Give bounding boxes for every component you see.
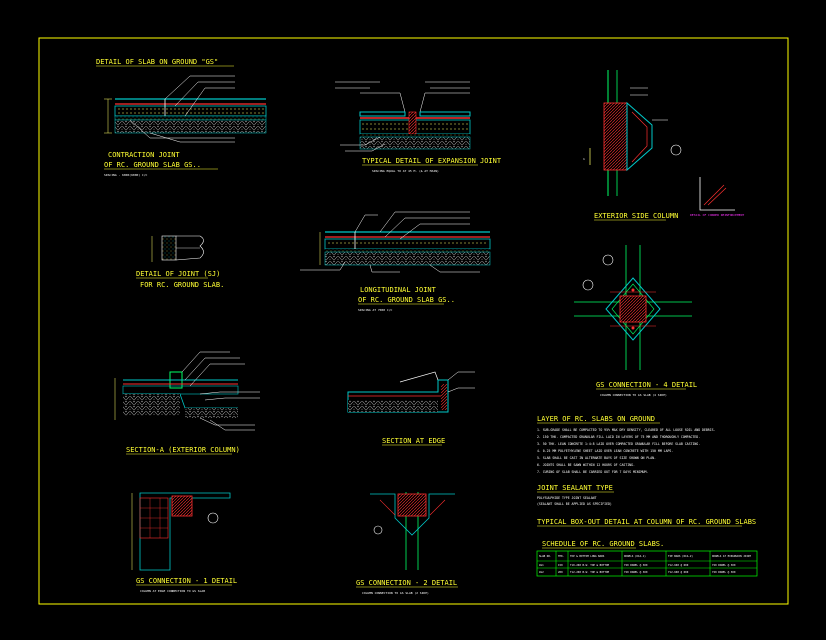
layer-note: 6. JOINTS SHALL BE SAWN WITHIN 12 HOURS … <box>537 463 635 467</box>
gs-connection-1-title: GS CONNECTION - 1 DETAIL <box>136 577 237 585</box>
notes-block: LAYER OF RC. SLABS ON GROUND 1. SUB-GRAD… <box>537 415 756 527</box>
longitudinal-joint-title-2: OF RC. GROUND SLAB GS.. <box>358 296 455 304</box>
schedule-cell: Y20 DOWEL @ 300 <box>624 563 648 567</box>
sealant-note: POLYSULPHIDE TYPE JOINT SEALANT <box>537 496 597 500</box>
section-a-detail: SECTION-A (EXTERIOR COLUMN) <box>114 351 260 455</box>
section-at-edge-detail: SECTION AT EDGE <box>347 371 475 446</box>
schedule-cell: GS2 <box>539 570 544 574</box>
gs-connection-1-sub: COLUMN AT EDGE CONNECTION TO GS SLAB <box>140 589 205 593</box>
joint-sj-title-2: FOR RC. GROUND SLAB. <box>140 281 224 289</box>
expansion-joint-title: TYPICAL DETAIL OF EXPANSION JOINT <box>362 157 502 165</box>
schedule-cell: Y12-600 @ 600 <box>668 570 689 574</box>
gs-connection-1-detail: GS CONNECTION - 1 DETAIL COLUMN AT EDGE … <box>131 492 237 593</box>
longitudinal-joint-detail: LONGITUDINAL JOINT OF RC. GROUND SLAB GS… <box>300 211 491 312</box>
gs-connection-2-detail: GS CONNECTION - 2 DETAIL COLUMN CONNECTI… <box>356 492 458 595</box>
sealant-title: JOINT SEALANT TYPE <box>537 484 613 492</box>
section-a-title: SECTION-A (EXTERIOR COLUMN) <box>126 446 240 454</box>
gs-connection-4-title: GS CONNECTION - 4 DETAIL <box>596 381 697 389</box>
longitudinal-joint-sub: SPACING AT 7000 C/C <box>358 308 393 312</box>
table-row: GS2 200 T12-200 B.W. TOP & BOTTOM Y20 DO… <box>539 570 736 574</box>
layer-note: 4. 0.25 MM POLYETHYLENE SHEET LAID OVER … <box>537 449 673 453</box>
schedule-cell: Y20 DOWEL @ 300 <box>712 563 736 567</box>
slab-on-ground-title: DETAIL OF SLAB ON GROUND "GS" <box>96 58 218 66</box>
exterior-side-column-title: EXTERIOR SIDE COLUMN <box>594 212 678 220</box>
expansion-joint-sub: SPACING EQUAL TO AT 45 M. (& AT MAIN) <box>372 169 439 173</box>
boxout-title: TYPICAL BOX-OUT DETAIL AT COLUMN OF RC. … <box>537 518 756 526</box>
layer-notes-title: LAYER OF RC. SLABS ON GROUND <box>537 415 655 423</box>
schedule-cell: T10-200 B.W. TOP & BOTTOM <box>570 563 609 567</box>
contraction-joint-title-1: CONTRACTION JOINT <box>108 151 180 159</box>
sealant-note: (SEALANT SHALL BE APPLIED AS SPECIFIED) <box>537 502 612 506</box>
schedule-cell: 200 <box>558 570 563 574</box>
corner-reinforcement-note: DETAIL OF CORNER REINFORCEMENT <box>690 213 744 217</box>
schedule-header-cell: TOP & BOTTOM LONG BARS <box>570 554 605 558</box>
schedule-cell: GS1 <box>539 563 544 567</box>
schedule-cell: Y12-600 @ 600 <box>668 563 689 567</box>
longitudinal-joint-title-1: LONGITUDINAL JOINT <box>360 286 437 294</box>
schedule-cell: 150 <box>558 563 563 567</box>
schedule-cell: T12-200 B.W. TOP & BOTTOM <box>570 570 609 574</box>
schedule-header: SLAB NO. THK. TOP & BOTTOM LONG BARS DOW… <box>539 554 751 558</box>
contraction-joint-title-2: OF RC. GROUND SLAB GS.. <box>104 161 201 169</box>
schedule-cell: Y20 DOWEL @ 300 <box>624 570 648 574</box>
table-row: GS1 150 T10-200 B.W. TOP & BOTTOM Y20 DO… <box>539 563 736 567</box>
joint-sj-title-1: DETAIL OF JOINT (SJ) <box>136 270 220 278</box>
schedule-header-cell: DOWELS (DIA-1) <box>624 554 646 558</box>
expansion-joint-detail: TYPICAL DETAIL OF EXPANSION JOINT SPACIN… <box>335 81 502 173</box>
schedule-title: SCHEDULE OF RC. GROUND SLABS. <box>542 540 664 548</box>
schedule-header-cell: DOWELS AT EXPANSION JOINT <box>712 554 751 558</box>
schedule-header-cell: THK. <box>558 554 564 558</box>
svg-text:1: 1 <box>583 157 585 161</box>
schedule-cell: Y20 DOWEL @ 300 <box>712 570 736 574</box>
section-at-edge-title: SECTION AT EDGE <box>382 437 445 445</box>
gs-connection-4-sub: COLUMN CONNECTION TO GS SLAB (4 SIDE) <box>600 393 667 397</box>
slab-on-ground-detail: DETAIL OF SLAB ON GROUND "GS" CONTRACTIO… <box>96 58 267 177</box>
layer-note: 2. 150 THK. COMPACTED GRANULAR FILL LAID… <box>537 435 700 439</box>
gs-connection-2-title: GS CONNECTION - 2 DETAIL <box>356 579 457 587</box>
exterior-side-column-detail: 1 EXTERIOR SIDE COLUMN DETAIL OF CORNER … <box>583 70 744 221</box>
layer-note: 5. SLAB SHALL BE CAST IN ALTERNATE BAYS … <box>537 456 656 460</box>
drawing-border <box>38 37 789 605</box>
joint-sj-detail: DETAIL OF JOINT (SJ) FOR RC. GROUND SLAB… <box>136 235 224 289</box>
layer-note: 7. CURING OF SLAB SHALL BE CARRIED OUT F… <box>537 470 648 474</box>
gs-connection-2-sub: COLUMN CONNECTION TO GS SLAB (2 SIDE) <box>362 591 429 595</box>
layer-note: 3. 50 THK. LEAN CONCRETE 1:4:8 LAID OVER… <box>537 442 700 446</box>
schedule-header-cell: TIE BARS (DIA-2) <box>668 554 693 558</box>
gs-connection-4-detail: GS CONNECTION - 4 DETAIL COLUMN CONNECTI… <box>574 245 697 397</box>
slab-schedule: SCHEDULE OF RC. GROUND SLABS. SLAB NO. T… <box>536 540 758 577</box>
contraction-joint-sub: SPACING - 6000(6000) C/C <box>104 173 148 177</box>
layer-note: 1. SUB-GRADE SHALL BE COMPACTED TO 95% M… <box>537 428 716 432</box>
schedule-header-cell: SLAB NO. <box>539 554 552 558</box>
